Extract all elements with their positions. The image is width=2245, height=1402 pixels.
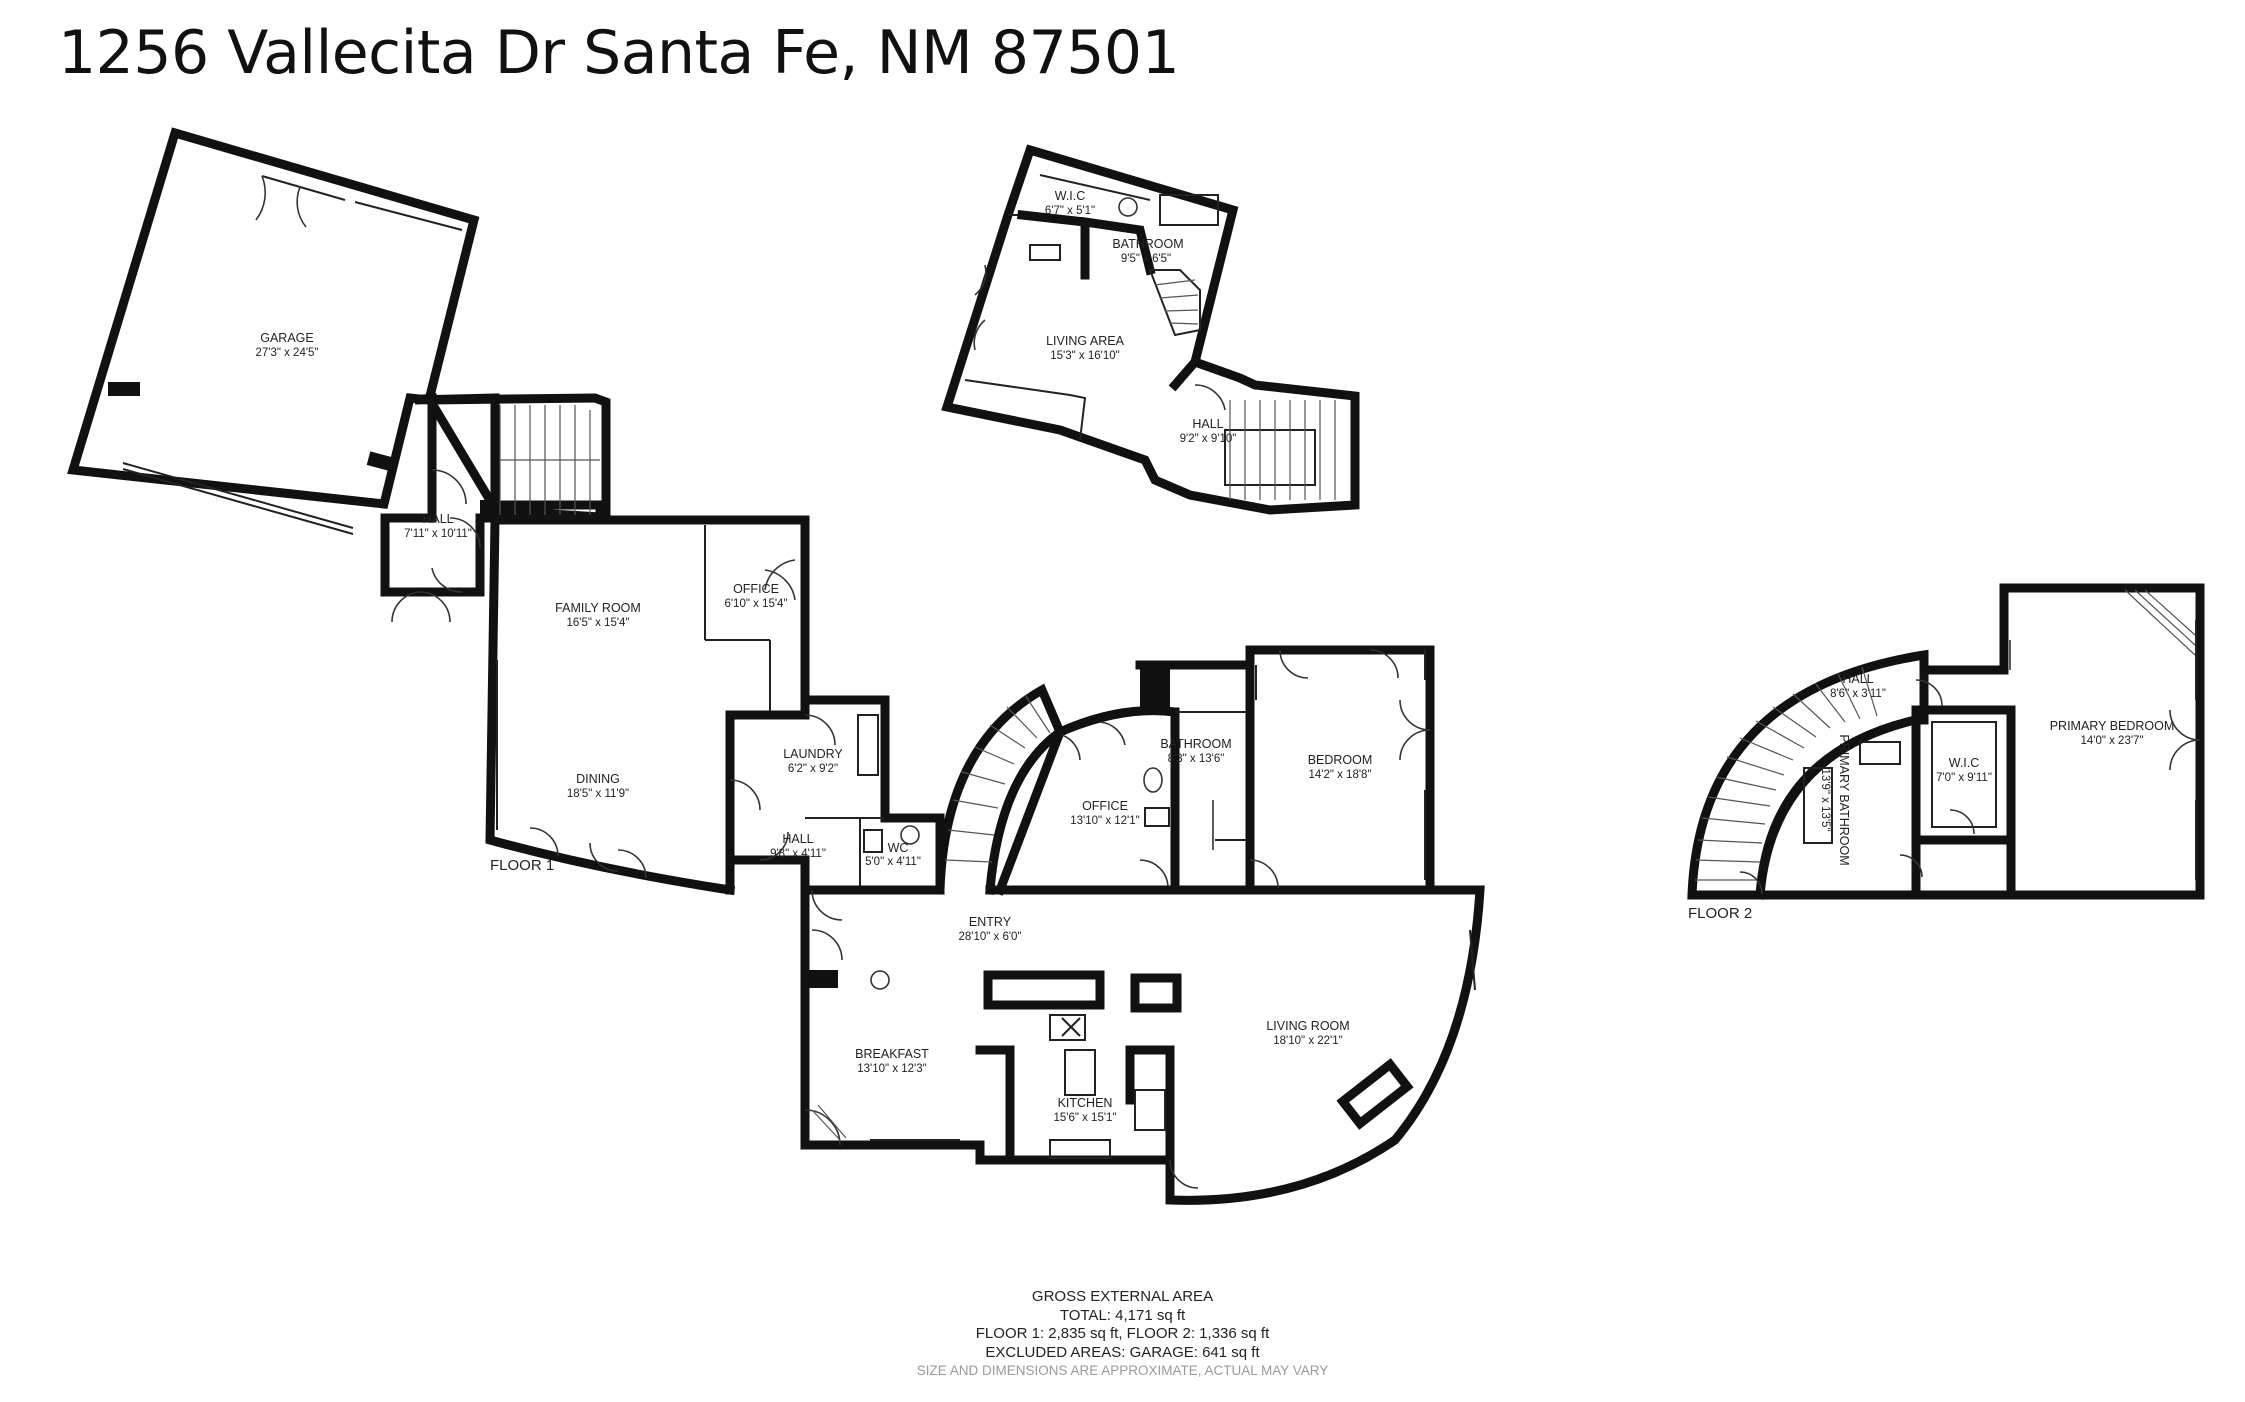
floor-2-upper-plan: W.I.C 6'7" x 5'1" BATHROOM 9'5" x 6'5" L…	[941, 144, 1360, 515]
room-label: OFFICE	[1082, 799, 1128, 813]
family-dining-walls: FAMILY ROOM 16'5" x 15'4" OFFICE 6'10" x…	[480, 500, 810, 896]
summary-disclaimer: SIZE AND DIMENSIONS ARE APPROXIMATE, ACT…	[916, 1363, 1329, 1378]
room-label: FAMILY ROOM	[555, 601, 641, 615]
room-label: BEDROOM	[1308, 753, 1373, 767]
room-dims: 15'3" x 16'10"	[1050, 350, 1119, 362]
summary-floors: FLOOR 1: 2,835 sq ft, FLOOR 2: 1,336 sq …	[975, 1325, 1270, 1342]
room-label: WC	[888, 841, 909, 855]
floor-2-label: FLOOR 2	[1688, 905, 1752, 922]
floor-2-right-plan: HALL 8'6" x 3'11" PRIMARY BATHROOM 13'9"…	[1687, 583, 2205, 922]
room-dims: 9'8" x 4'11"	[770, 848, 826, 860]
room-label: KITCHEN	[1058, 1096, 1113, 1110]
room-label: BATHROOM	[1112, 237, 1183, 251]
room-dims: 13'10" x 12'1"	[1070, 815, 1139, 827]
room-label: LIVING ROOM	[1266, 1019, 1349, 1033]
room-label: DINING	[576, 772, 620, 786]
room-dims: 13'10" x 12'3"	[857, 1063, 926, 1075]
room-dims: 5'0" x 4'11"	[865, 856, 921, 868]
room-label: HALL	[1842, 672, 1873, 686]
room-dims: 7'0" x 9'11"	[1936, 772, 1992, 784]
room-dims: 16'5" x 15'4"	[566, 617, 629, 629]
laundry-hall-wc-walls: LAUNDRY 6'2" x 9'2" HALL 9'8" x 4'11" WC…	[725, 695, 945, 895]
room-dims: 14'2" x 18'8"	[1308, 769, 1371, 781]
garage-walls	[67, 127, 480, 535]
main-living-walls: ENTRY 28'10" x 6'0" BREAKFAST 13'10" x 1…	[800, 885, 1485, 1205]
room-label: LAUNDRY	[783, 747, 843, 761]
room-dims: 6'7" x 5'1"	[1045, 205, 1095, 217]
room-dims: 28'10" x 6'0"	[958, 931, 1021, 943]
room-label: HALL	[422, 512, 453, 526]
floor-1-label: FLOOR 1	[490, 857, 554, 874]
bathroom-bedroom-walls: BATHROOM 8'3" x 13'6" BEDROOM 14'2" x 18…	[1135, 645, 1435, 895]
room-label: BREAKFAST	[855, 1047, 929, 1061]
room-label: ENTRY	[969, 915, 1012, 929]
room-dims: 7'11" x 10'11"	[404, 528, 472, 540]
room-dims: 18'5" x 11'9"	[567, 788, 629, 800]
room-dims: 14'0" x 23'7"	[2080, 735, 2143, 747]
room-label: PRIMARY BATHROOM	[1837, 734, 1851, 865]
room-label: LIVING AREA	[1046, 334, 1124, 348]
summary-total: TOTAL: 4,171 sq ft	[1059, 1306, 1186, 1324]
room-label: HALL	[782, 832, 813, 846]
room-dims: 8'6" x 3'11"	[1830, 688, 1886, 700]
room-label: W.I.C	[1055, 189, 1086, 203]
curved-stair-office-walls: OFFICE 13'10" x 12'1"	[935, 683, 1180, 896]
summary-heading: GROSS EXTERNAL AREA	[1031, 1288, 1214, 1305]
room-label: OFFICE	[733, 582, 779, 596]
room-label: PRIMARY BEDROOM	[2050, 719, 2175, 733]
summary-excluded: EXCLUDED AREAS: GARAGE: 641 sq ft	[985, 1343, 1260, 1361]
room-dims: 6'10" x 15'4"	[724, 598, 787, 610]
room-dims: 6'2" x 9'2"	[788, 763, 838, 775]
page-title: 1256 Vallecita Dr Santa Fe, NM 87501	[58, 18, 1180, 88]
room-dims: 15'6" x 15'1"	[1053, 1112, 1116, 1124]
room-label: GARAGE	[260, 331, 314, 345]
floor-1-plan: HALL 7'11" x 10'11" FAMILY ROOM 16'5" x …	[67, 127, 1485, 1205]
room-dims: 9'2" x 9'10"	[1180, 433, 1237, 445]
room-label: BATHROOM	[1160, 737, 1231, 751]
area-summary: GROSS EXTERNAL AREA TOTAL: 4,171 sq ft F…	[0, 1288, 2245, 1381]
room-dims: 13'9" x 13'5"	[1819, 768, 1831, 831]
room-dims: 9'5" x 6'5"	[1121, 253, 1171, 265]
room-dims: 8'3" x 13'6"	[1168, 753, 1225, 765]
room-dims: 27'3" x 24'5"	[255, 347, 318, 359]
room-label: HALL	[1192, 417, 1223, 431]
room-dims: 18'10" x 22'1"	[1273, 1035, 1342, 1047]
room-label: W.I.C	[1949, 756, 1980, 770]
